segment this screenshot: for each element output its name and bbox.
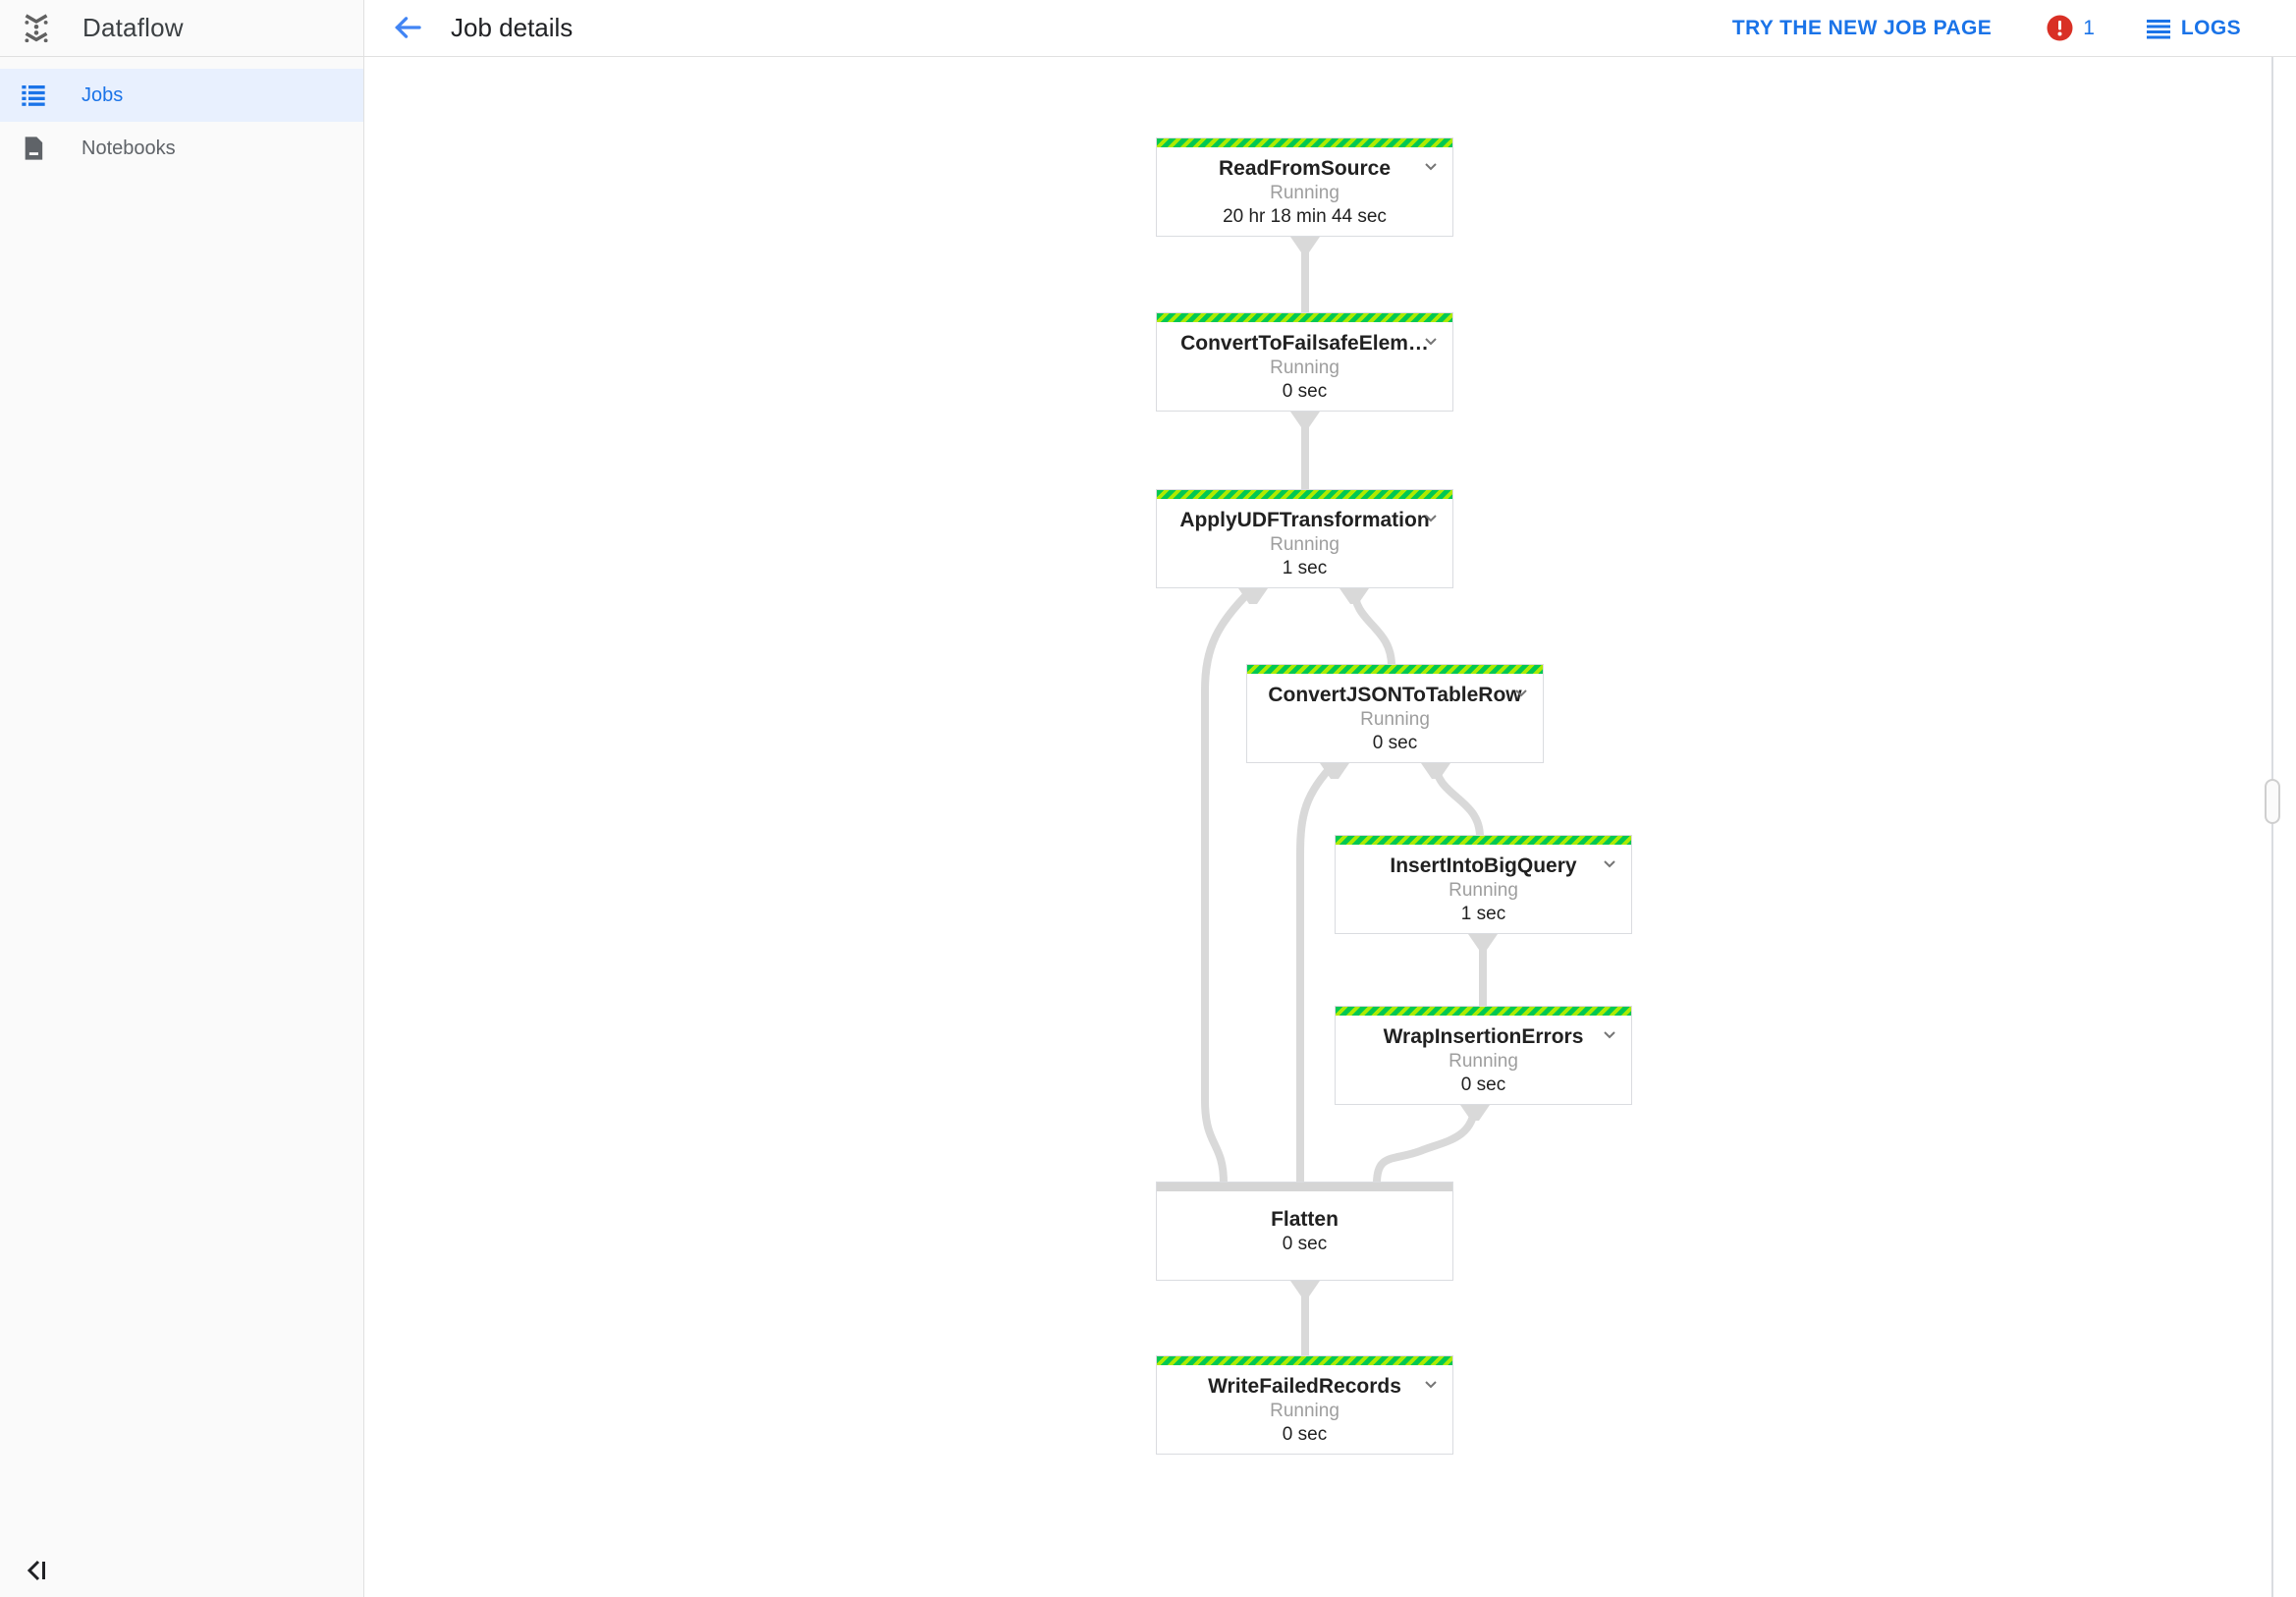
graph-node-writefailedrecords[interactable]: WriteFailedRecords Running 0 sec	[1156, 1355, 1453, 1455]
product-name: Dataflow	[82, 13, 184, 42]
node-status: Running	[1270, 1401, 1339, 1421]
sidebar-item-label: Jobs	[82, 83, 124, 106]
graph-node-insertintobigquery[interactable]: InsertIntoBigQuery Running 1 sec	[1335, 835, 1632, 934]
edge-funnel	[1290, 412, 1320, 427]
node-status: Running	[1270, 183, 1339, 203]
error-badge-group[interactable]: 1	[2047, 15, 2095, 41]
node-title: WrapInsertionErrors	[1383, 1025, 1584, 1048]
sidebar-item-notebooks[interactable]: Notebooks	[0, 122, 363, 175]
jobs-list-icon	[22, 85, 45, 106]
chevron-down-icon[interactable]	[1598, 852, 1621, 875]
edge-path	[1296, 760, 1338, 1184]
page-title: Job details	[451, 13, 574, 42]
node-title: ApplyUDFTransformation	[1179, 509, 1430, 531]
edge-path	[1201, 585, 1256, 1184]
node-duration: 1 sec	[1282, 558, 1328, 578]
node-duration: 1 sec	[1460, 904, 1506, 924]
edge-funnel	[1290, 1281, 1320, 1296]
edge-path	[1373, 1104, 1479, 1184]
chevron-down-icon[interactable]	[1419, 154, 1443, 178]
try-new-job-page-label: TRY THE NEW JOB PAGE	[1731, 16, 1993, 39]
graph-node-applyudftransformation[interactable]: ApplyUDFTransformation Running 1 sec	[1156, 489, 1453, 588]
dataflow-logo-icon	[25, 13, 48, 42]
chevron-down-icon[interactable]	[1509, 681, 1533, 704]
logs-button[interactable]: LOGS	[2146, 17, 2241, 40]
running-stripe	[1336, 836, 1631, 845]
try-new-job-page-link[interactable]: TRY THE NEW JOB PAGE	[1732, 17, 1992, 40]
edge-funnel	[1460, 1105, 1490, 1121]
logs-icon	[2146, 19, 2170, 38]
back-button[interactable]	[390, 11, 425, 46]
node-title: ReadFromSource	[1218, 157, 1392, 180]
edge-funnel	[1421, 763, 1450, 779]
edge-funnel	[1290, 237, 1320, 252]
edge-funnel	[1468, 934, 1498, 950]
node-title: ConvertToFailsafeElem…	[1180, 332, 1429, 355]
topbar-actions: TRY THE NEW JOB PAGE 1	[1732, 15, 2241, 41]
chevron-down-icon[interactable]	[1419, 506, 1443, 529]
idle-bar	[1157, 1183, 1452, 1191]
node-status: Running	[1270, 358, 1339, 378]
logs-label: LOGS	[2180, 16, 2241, 39]
chevron-down-icon[interactable]	[1419, 329, 1443, 353]
chevron-down-icon[interactable]	[1419, 1372, 1443, 1396]
error-count: 1	[2083, 16, 2095, 39]
collapse-sidebar-button[interactable]	[20, 1554, 55, 1589]
node-title: InsertIntoBigQuery	[1390, 854, 1577, 877]
node-title: WriteFailedRecords	[1208, 1375, 1401, 1398]
node-title: Flatten	[1271, 1208, 1339, 1231]
panel-resize-handle[interactable]	[2265, 779, 2280, 824]
running-stripe	[1157, 138, 1452, 147]
chevron-down-icon[interactable]	[1598, 1022, 1621, 1046]
node-status: Running	[1449, 880, 1518, 901]
graph-canvas: ReadFromSource Running 20 hr 18 min 44 s…	[364, 57, 2296, 1597]
node-duration: 0 sec	[1282, 1424, 1328, 1445]
sidebar-item-jobs[interactable]: Jobs	[0, 69, 363, 122]
edge-funnel	[1238, 588, 1268, 604]
node-status: Running	[1449, 1051, 1518, 1072]
node-title: ConvertJSONToTableRow	[1268, 684, 1522, 706]
running-stripe	[1247, 665, 1543, 674]
running-stripe	[1157, 1356, 1452, 1365]
graph-node-converttofailsafeelem[interactable]: ConvertToFailsafeElem… Running 0 sec	[1156, 312, 1453, 412]
node-duration: 0 sec	[1372, 733, 1418, 753]
main-area: Job details TRY THE NEW JOB PAGE 1	[364, 0, 2296, 1597]
graph-node-wrapinsertionerrors[interactable]: WrapInsertionErrors Running 0 sec	[1335, 1006, 1632, 1105]
node-duration: 0 sec	[1282, 381, 1328, 402]
graph-node-convertjsontotablerow[interactable]: ConvertJSONToTableRow Running 0 sec	[1246, 664, 1544, 763]
error-icon	[2047, 15, 2073, 41]
node-status: Running	[1270, 534, 1339, 555]
node-status: Running	[1360, 709, 1430, 730]
node-duration: 0 sec	[1282, 1234, 1328, 1254]
topbar: Job details TRY THE NEW JOB PAGE 1	[364, 0, 2296, 57]
sidebar-item-label: Notebooks	[82, 137, 176, 159]
running-stripe	[1157, 490, 1452, 499]
sidebar-nav: Jobs Notebooks	[0, 69, 363, 175]
node-duration: 0 sec	[1460, 1074, 1506, 1095]
sidebar-header: Dataflow	[0, 0, 363, 57]
graph-node-flatten[interactable]: Flatten 0 sec	[1156, 1182, 1453, 1281]
notebooks-doc-icon	[25, 137, 43, 160]
running-stripe	[1157, 313, 1452, 322]
back-arrow-icon	[395, 16, 421, 38]
panel-divider	[2271, 57, 2273, 1597]
edge-funnel	[1320, 763, 1349, 779]
sidebar: Dataflow Jobs Notebo	[0, 0, 364, 1597]
pipeline-edges	[1201, 237, 1498, 1357]
collapse-sidebar-icon	[27, 1560, 45, 1580]
running-stripe	[1336, 1007, 1631, 1016]
graph-node-readfromsource[interactable]: ReadFromSource Running 20 hr 18 min 44 s…	[1156, 138, 1453, 237]
node-duration: 20 hr 18 min 44 sec	[1223, 206, 1387, 227]
edge-funnel	[1339, 588, 1369, 604]
